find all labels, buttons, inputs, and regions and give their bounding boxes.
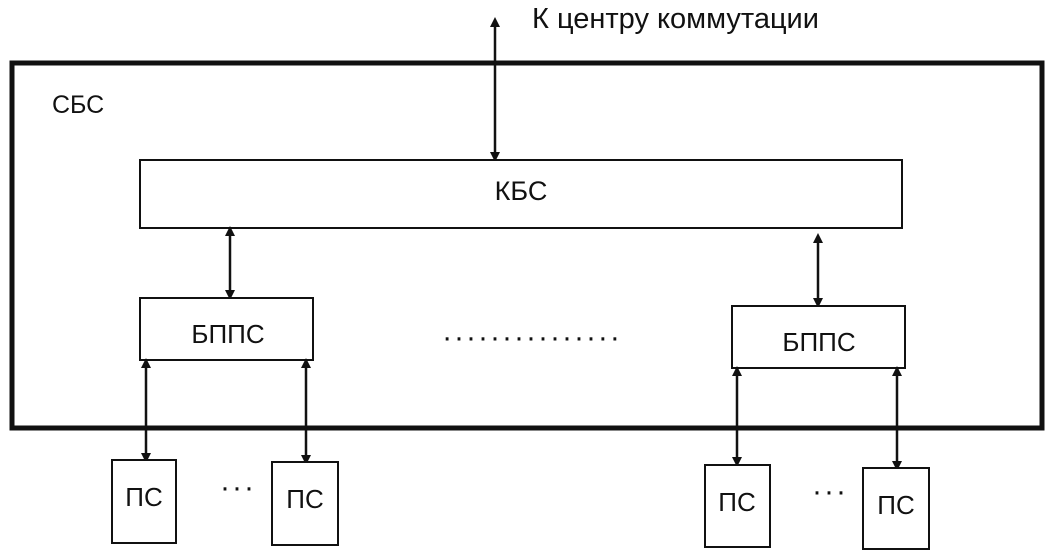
transceiver-label-right: БППС (782, 327, 855, 357)
transceiver-box-right (731, 305, 906, 369)
station-label-4: ПС (877, 490, 914, 520)
transceiver-label-left: БППС (191, 319, 264, 349)
station-box-3 (704, 464, 771, 548)
system-label: СБС (52, 91, 104, 119)
switching-center-label: К центру коммутации (532, 3, 819, 35)
station-ellipsis-right: ··· (812, 475, 848, 508)
station-box-2 (271, 461, 339, 546)
system-boundary (9, 60, 1045, 431)
transceiver-ellipsis: ··············· (442, 321, 622, 354)
station-label-3: ПС (718, 487, 755, 517)
controller-label: КБС (495, 176, 548, 206)
station-label-1: ПС (125, 482, 162, 512)
controller-box (139, 159, 903, 229)
station-label-2: ПС (286, 484, 323, 514)
station-box-4 (862, 467, 930, 550)
transceiver-box-left (139, 297, 314, 361)
station-ellipsis-left: ··· (220, 471, 256, 504)
station-box-1 (111, 459, 177, 544)
